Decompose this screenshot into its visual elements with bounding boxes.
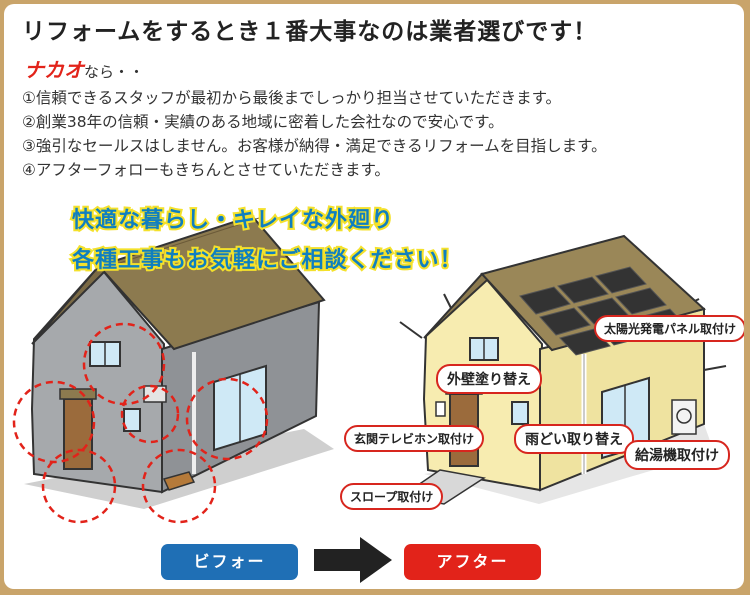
arrow-right-icon <box>314 537 392 583</box>
catch-line-1: 快適な暮らし・キレイな外廻り <box>70 206 395 235</box>
callout-intercom: 玄関テレビホン取付け <box>344 425 485 452</box>
catch-line-2: 各種工事もお気軽にご相談ください！ <box>70 246 464 275</box>
house-illustration <box>12 214 727 524</box>
point-item: ④アフターフォローもきちんとさせていただきます。 <box>22 161 390 179</box>
page-frame: リフォームをするとき１番大事なのは業者選びです！ ナカオなら・・ ①信頼できるス… <box>4 4 744 589</box>
brand-name: ナカオ <box>24 58 84 82</box>
after-label: アフター <box>404 544 541 580</box>
point-item: ②創業38年の信頼・実績のある地域に密着した会社なので安心です。 <box>22 113 504 131</box>
callout-gutter: 雨どい取り替え <box>514 424 634 454</box>
callout-solar: 太陽光発電パネル取付け <box>594 315 744 342</box>
callout-water-heater: 給湯機取付け <box>624 440 730 470</box>
before-label: ビフォー <box>161 544 298 580</box>
brand-line: ナカオなら・・ <box>24 54 144 83</box>
headline: リフォームをするとき１番大事なのは業者選びです！ <box>22 19 598 45</box>
brand-suffix: なら・・ <box>84 63 145 81</box>
point-item: ③強引なセールスはしません。お客様が納得・満足できるリフォームを目指します。 <box>22 137 607 155</box>
callout-slope: スロープ取付け <box>340 483 444 510</box>
point-item: ①信頼できるスタッフが最初から最後までしっかり担当させていただきます。 <box>22 89 562 107</box>
points-list: ①信頼できるスタッフが最初から最後までしっかり担当させていただきます。 ②創業3… <box>22 86 607 182</box>
callout-wall: 外壁塗り替え <box>436 364 542 394</box>
before-house <box>12 214 334 524</box>
